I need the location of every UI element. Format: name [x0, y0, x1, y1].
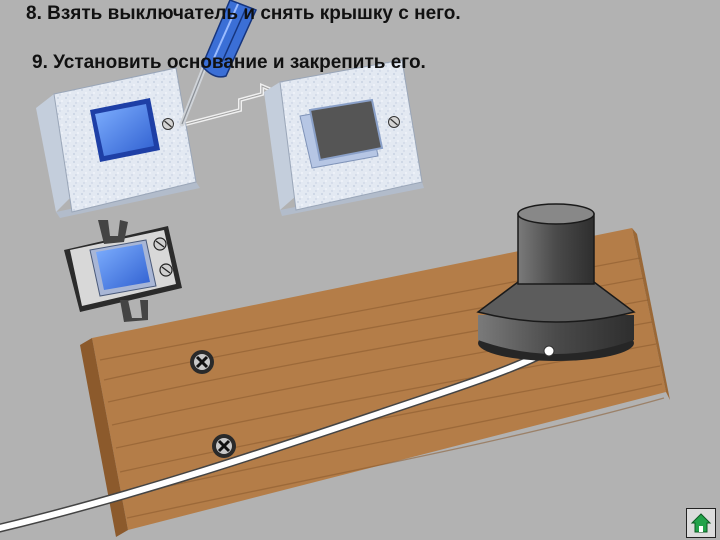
switch-mechanism: [64, 220, 182, 322]
step-9-text: 9. Установить основание и закрепить его.: [32, 52, 426, 73]
home-icon: [690, 513, 712, 533]
removal-arrow: [185, 82, 277, 126]
screwdriver-icon: [179, 0, 258, 127]
switch-with-cover: [36, 67, 200, 218]
screw-icon: [162, 118, 174, 130]
lamp-holder: [476, 203, 636, 361]
board-screw-top: [190, 350, 214, 374]
step-8-text: 8. Взять выключатель и снять крышку с не…: [26, 3, 461, 24]
switch-base: [264, 59, 424, 216]
screw-icon: [159, 263, 173, 277]
board-screw-bottom: [212, 434, 236, 458]
home-button[interactable]: [686, 508, 716, 538]
screw-icon: [153, 237, 167, 251]
screw-icon: [388, 116, 400, 128]
